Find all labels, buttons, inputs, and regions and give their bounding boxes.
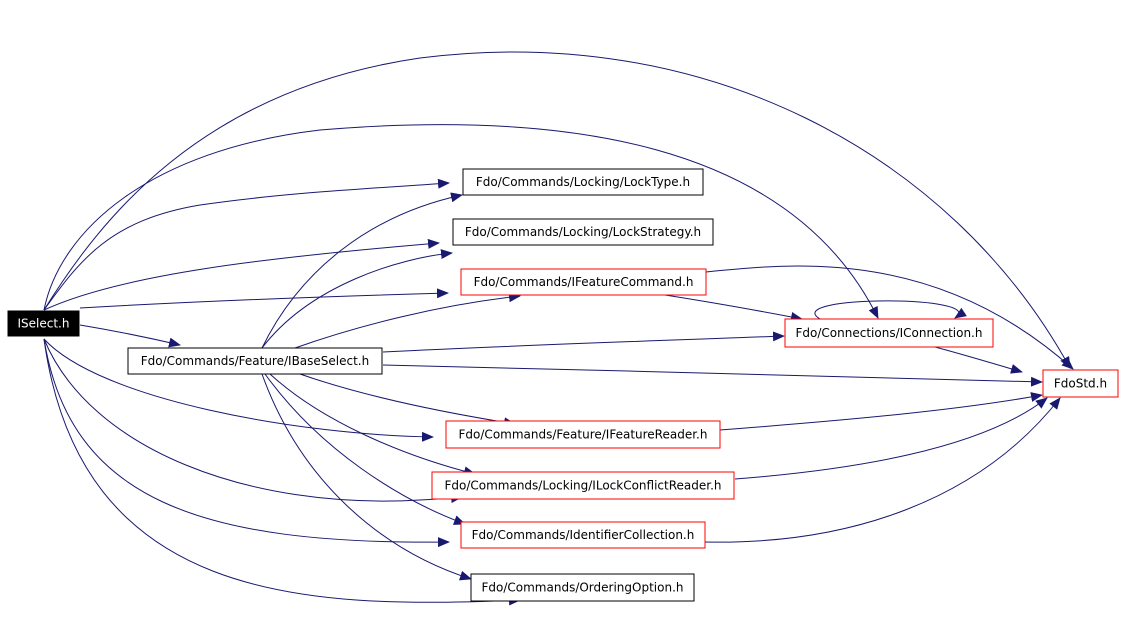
edge-ibaseselect-to-fdostd	[382, 364, 1043, 387]
node-label-iconnection: Fdo/Connections/IConnection.h	[796, 326, 983, 340]
node-ilockconflictreader[interactable]: Fdo/Commands/Locking/ILockConflictReader…	[431, 471, 735, 500]
node-iconnection[interactable]: Fdo/Connections/IConnection.h	[784, 318, 994, 348]
edge-iselect-to-identifiercollection	[43, 338, 450, 548]
node-ifeaturereader[interactable]: Fdo/Commands/Feature/IFeatureReader.h	[445, 420, 721, 449]
node-lockstrategy[interactable]: Fdo/Commands/Locking/LockStrategy.h	[452, 218, 714, 246]
edge-ibaseselect-to-orderingoption	[261, 373, 472, 581]
edge-ifeaturereader-to-fdostd	[719, 392, 1043, 431]
edge-iselect-to-orderingoption	[43, 338, 521, 606]
edge-ifeaturecommand-to-iconnection	[664, 294, 803, 322]
edge-iselect-to-iconnection	[43, 124, 879, 319]
node-orderingoption[interactable]: Fdo/Commands/OrderingOption.h	[470, 573, 695, 602]
edge-ibaseselect-to-identifiercollection	[264, 373, 466, 525]
file-nodes: ISelect.h Fdo/Commands/Feature/IBaseSele…	[7, 168, 1119, 602]
edge-ibaseselect-to-lockstrategy	[261, 249, 453, 349]
edge-ilockconflictreader-to-fdostd	[734, 397, 1048, 480]
edge-iselect-to-ifeaturereader	[43, 338, 434, 442]
edge-iselect-to-locktype	[43, 178, 450, 311]
node-label-ifeaturereader: Fdo/Commands/Feature/IFeatureReader.h	[459, 428, 708, 442]
node-label-orderingoption: Fdo/Commands/OrderingOption.h	[481, 581, 683, 595]
node-label-lockstrategy: Fdo/Commands/Locking/LockStrategy.h	[465, 225, 701, 239]
edge-iconnection-to-fdostd	[934, 346, 1023, 374]
edge-ibaseselect-to-ifeaturereader	[299, 373, 516, 428]
node-iselect[interactable]: ISelect.h	[7, 310, 80, 337]
edge-ifeaturecommand-to-fdostd	[705, 265, 1074, 370]
edge-identifiercollection-to-fdostd	[704, 397, 1061, 543]
edge-ibaseselect-to-iconnection	[382, 331, 785, 353]
node-locktype[interactable]: Fdo/Commands/Locking/LockType.h	[462, 168, 704, 196]
edge-iselect-to-ibaseselect	[79, 324, 181, 348]
node-label-ibaseselect: Fdo/Commands/Feature/IBaseSelect.h	[141, 354, 369, 368]
edge-ibaseselect-to-locktype	[261, 192, 463, 349]
node-label-ifeaturecommand: Fdo/Commands/IFeatureCommand.h	[474, 275, 694, 289]
node-label-iselect: ISelect.h	[18, 317, 70, 331]
edge-iconnection-to-iconnection	[814, 300, 967, 320]
dependency-edges	[43, 51, 1074, 606]
node-label-locktype: Fdo/Commands/Locking/LockType.h	[476, 175, 690, 189]
edge-ibaseselect-to-ifeaturecommand	[294, 292, 521, 349]
node-fdostd[interactable]: FdoStd.h	[1042, 369, 1119, 398]
edge-iselect-to-lockstrategy	[43, 238, 440, 311]
node-identifiercollection[interactable]: Fdo/Commands/IdentifierCollection.h	[460, 521, 706, 549]
node-label-ilockconflictreader: Fdo/Commands/Locking/ILockConflictReader…	[444, 479, 721, 493]
node-ibaseselect[interactable]: Fdo/Commands/Feature/IBaseSelect.h	[127, 347, 383, 375]
node-label-identifiercollection: Fdo/Commands/IdentifierCollection.h	[472, 528, 695, 542]
node-label-fdostd: FdoStd.h	[1054, 377, 1107, 391]
edge-iselect-to-ifeaturecommand	[79, 288, 449, 309]
edge-iselect-to-fdostd	[43, 51, 1071, 369]
edge-ibaseselect-to-ilockconflictreader	[269, 373, 476, 477]
node-ifeaturecommand[interactable]: Fdo/Commands/IFeatureCommand.h	[460, 268, 707, 296]
